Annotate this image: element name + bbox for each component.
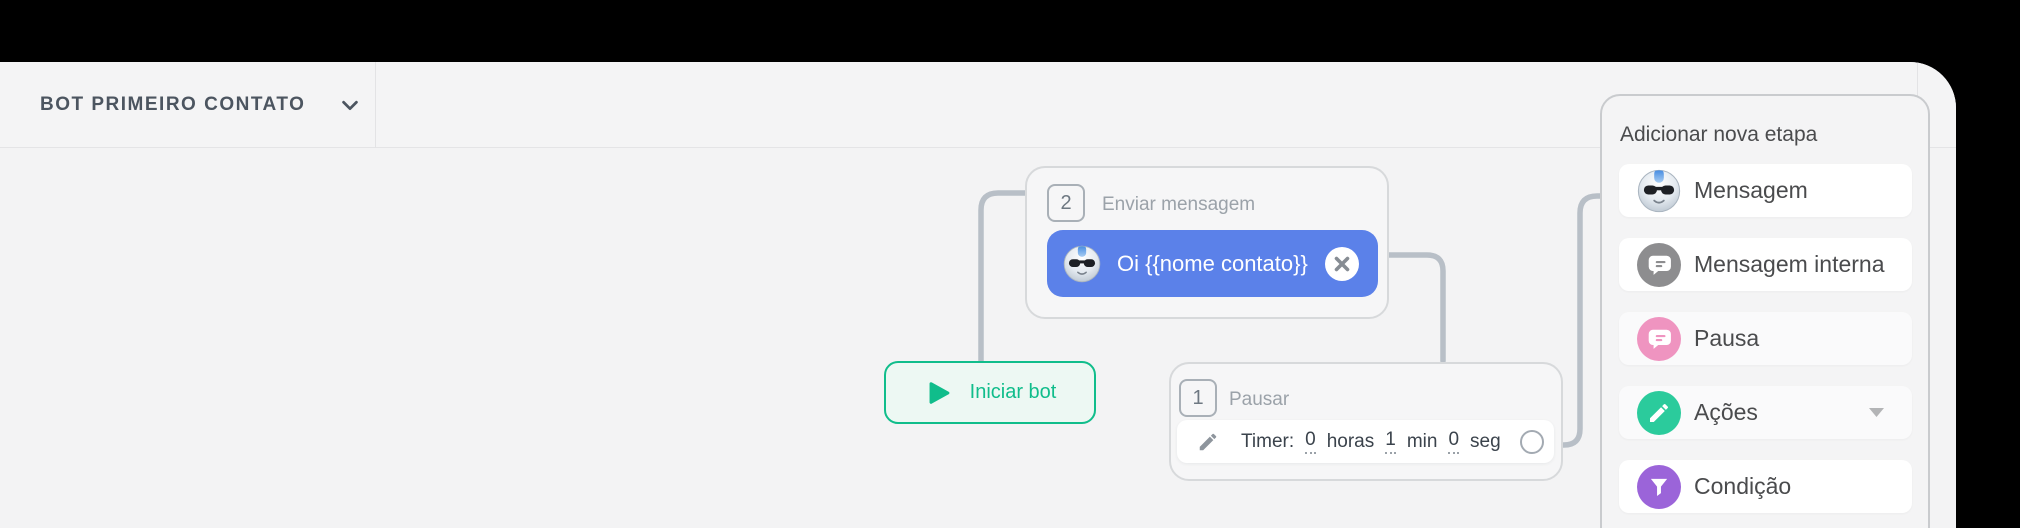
timer-hours-unit: horas (1326, 430, 1375, 452)
timer-minutes-value[interactable]: 1 (1385, 429, 1396, 454)
timer-hours-value[interactable]: 0 (1305, 429, 1316, 454)
timer-minutes-unit: min (1406, 430, 1438, 452)
step-item-label: Pausa (1694, 325, 1760, 351)
step-item-mensagem-interna[interactable]: Mensagem interna (1619, 238, 1912, 291)
message-chip[interactable]: Oi {{nome contato}} (1047, 230, 1378, 297)
start-bot-label: Iniciar bot (969, 381, 1057, 403)
connector-lines (978, 190, 1609, 448)
step-item-label: Ações (1694, 399, 1758, 425)
node-send-message[interactable]: 2 Enviar mensagem Oi {{nome contato}} (1025, 166, 1389, 319)
step-item-pausa[interactable]: Pausa (1619, 312, 1912, 365)
timer-row[interactable]: Timer: 0 horas 1 min 0 seg (1177, 420, 1554, 463)
chat-bubble-icon (1637, 316, 1681, 361)
wire-pause-to-panel (1545, 193, 1609, 448)
step-item-condicao[interactable]: Condição (1619, 460, 1912, 513)
step-item-label: Mensagem interna (1694, 251, 1885, 277)
chat-bubble-icon (1637, 242, 1681, 287)
edit-pencil-icon[interactable] (1197, 431, 1219, 453)
wire-message-to-pause (1374, 252, 1446, 364)
step-item-label: Mensagem (1694, 177, 1808, 203)
timer-seconds-unit: seg (1470, 430, 1501, 452)
bot-emoji-icon (1637, 169, 1681, 213)
node-title: Enviar mensagem (1102, 194, 1256, 215)
pencil-icon (1637, 390, 1681, 435)
timer-seconds-value[interactable]: 0 (1448, 429, 1460, 454)
panel-title: Adicionar nova etapa (1620, 123, 1818, 146)
play-icon (929, 381, 950, 404)
timer-label: Timer: (1241, 430, 1295, 452)
chevron-down-icon[interactable] (339, 94, 361, 116)
bot-emoji-icon (1063, 245, 1101, 283)
start-bot-button[interactable]: Iniciar bot (884, 361, 1096, 424)
wire-start-to-message (978, 190, 1029, 367)
step-item-label: Condição (1694, 473, 1792, 499)
node-pause[interactable]: 1 Pausar Timer: 0 horas 1 min 0 seg (1169, 362, 1563, 481)
remove-message-icon[interactable] (1324, 246, 1360, 282)
step-item-acoes[interactable]: Ações (1619, 386, 1912, 439)
node-title: Pausar (1229, 389, 1290, 410)
output-port[interactable] (1520, 429, 1544, 454)
flow-builder-window: BOT PRIMEIRO CONTATO Iniciar bot 2 Envia… (0, 62, 1956, 528)
funnel-icon (1637, 464, 1681, 509)
message-chip-text[interactable]: Oi {{nome contato}} (1117, 250, 1308, 276)
step-item-mensagem[interactable]: Mensagem (1619, 164, 1912, 217)
add-step-panel: Adicionar nova etapa Mensagem Mensagem i… (1600, 94, 1930, 528)
caret-down-icon[interactable] (1868, 407, 1885, 418)
step-number-badge: 1 (1179, 379, 1217, 417)
header-divider (375, 62, 376, 148)
bot-name-title[interactable]: BOT PRIMEIRO CONTATO (40, 93, 306, 115)
step-number-badge: 2 (1047, 184, 1085, 222)
